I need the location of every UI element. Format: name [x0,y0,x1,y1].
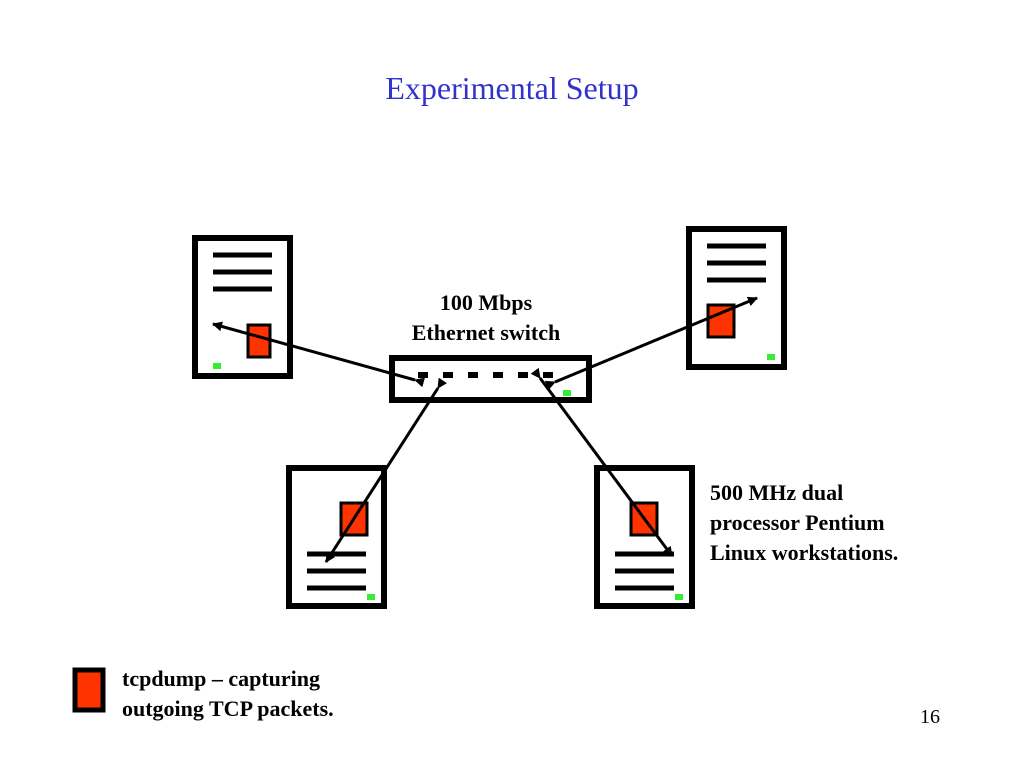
arrow-bottom-right [530,367,674,557]
workstation-label-line3: Linux workstations. [710,540,899,565]
switch-label-line1: 100 Mbps [439,290,533,315]
switch-label-line2: Ethernet switch [411,320,561,345]
led-icon [563,390,571,396]
led-icon [367,594,375,600]
slide-title: Experimental Setup [385,70,639,106]
legend-label-line2: outgoing TCP packets. [122,696,334,721]
led-icon [213,363,221,369]
workstation-icon [192,235,293,379]
workstation-icon [286,465,387,609]
workstation-top-right [686,226,787,370]
arrow-bottom-left [324,377,448,563]
workstation-top-left [192,235,293,379]
led-icon [767,354,775,360]
legend-label-line1: tcpdump – capturing [122,666,321,691]
arrow-top-left [212,321,426,388]
workstation-bottom-right [594,465,695,609]
connections [212,296,758,563]
workstation-label: 500 MHz dual processor Pentium Linux wor… [710,478,950,568]
switch-label: 100 Mbps Ethernet switch [386,288,586,348]
page-number: 16 [920,706,940,728]
legend-label: tcpdump – capturing outgoing TCP packets… [122,664,382,724]
workstation-bottom-left [286,465,387,609]
workstation-icon [594,465,695,609]
led-icon [675,594,683,600]
workstation-icon [686,226,787,370]
workstation-label-line2: processor Pentium [710,510,885,535]
legend-tcpdump-icon [72,667,106,713]
tcpdump-icon [246,323,272,359]
workstation-label-line1: 500 MHz dual [710,480,844,505]
